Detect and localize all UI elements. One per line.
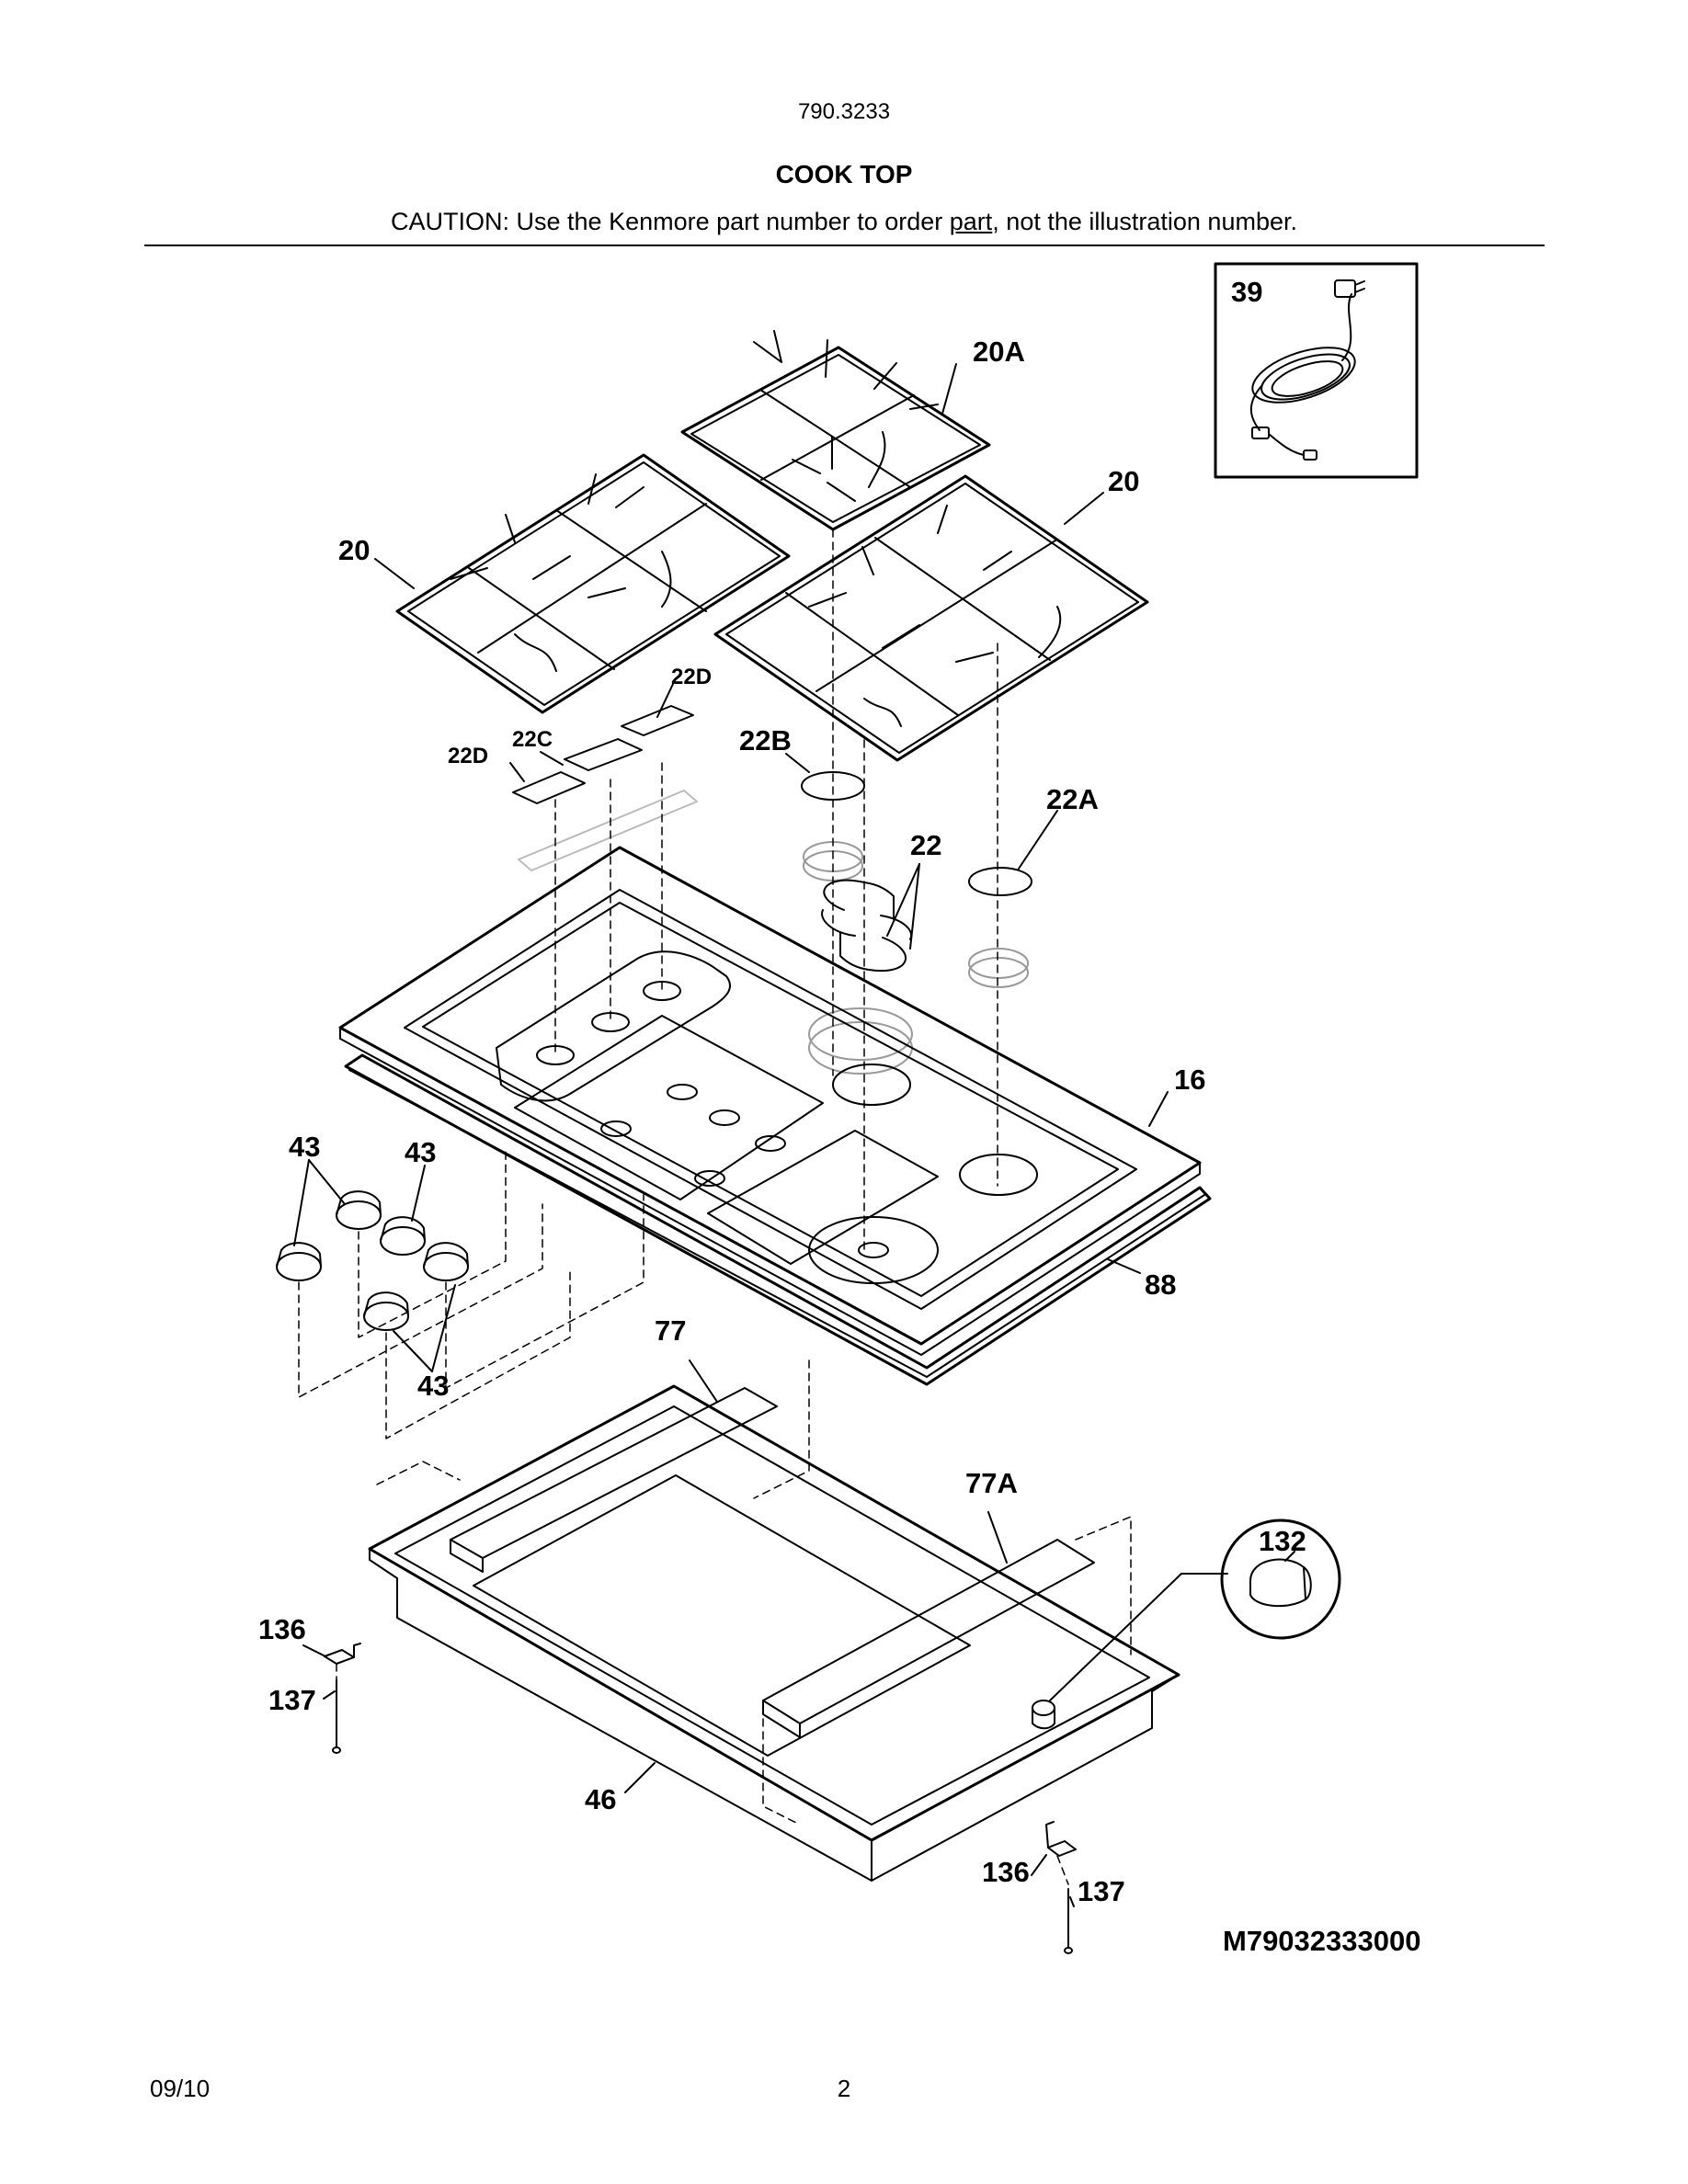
callout-137-left: 137 xyxy=(268,1684,316,1716)
power-cord-icon xyxy=(1249,279,1365,461)
grate-20-left xyxy=(395,453,791,714)
diagram-code: M79032333000 xyxy=(1223,1925,1421,1957)
callout-22a: 22A xyxy=(1046,783,1099,815)
callout-20-left: 20 xyxy=(338,534,370,566)
caution-text-suffix: , not the illustration number. xyxy=(992,208,1297,235)
callout-16: 16 xyxy=(1174,1064,1205,1096)
screw-137-right xyxy=(1064,1888,1073,1954)
model-number: 790.3233 xyxy=(797,99,891,124)
screw-137-left xyxy=(332,1679,341,1754)
revision-date: 09/10 xyxy=(150,2075,211,2102)
knob-icon xyxy=(276,1242,322,1281)
callout-39: 39 xyxy=(1231,276,1262,308)
gasket-88 xyxy=(344,1053,1212,1386)
knob-icon xyxy=(363,1291,409,1331)
callout-22: 22 xyxy=(910,829,941,861)
bracket-77 xyxy=(450,1387,778,1573)
callout-20a: 20A xyxy=(973,336,1025,368)
callout-22c: 22C xyxy=(512,727,553,752)
callout-77: 77 xyxy=(655,1314,686,1347)
valve-detail-inset xyxy=(1220,1519,1341,1640)
callout-22d-left: 22D xyxy=(448,744,488,768)
cooktop-16 xyxy=(338,846,1202,1356)
bracket-77a xyxy=(762,1539,1095,1738)
callout-132: 132 xyxy=(1259,1525,1306,1557)
inset-frame xyxy=(1214,262,1419,479)
callout-22d-top: 22D xyxy=(671,665,712,689)
callout-136-right: 136 xyxy=(982,1856,1030,1888)
caution-note: CAUTION: Use the Kenmore part number to … xyxy=(0,208,1688,236)
power-cord-inset xyxy=(1214,262,1419,479)
knob-icon xyxy=(336,1190,382,1230)
page-title: COOK TOP xyxy=(775,160,913,188)
header-divider xyxy=(144,245,1545,246)
callout-43-b: 43 xyxy=(405,1136,436,1168)
burner-box-46 xyxy=(368,1384,1180,1882)
leader-lines xyxy=(293,363,1228,1907)
clip-136-left xyxy=(324,1643,361,1665)
knob-icon xyxy=(380,1216,426,1256)
grate-20-right xyxy=(713,474,1149,762)
control-knobs xyxy=(276,1190,469,1331)
callout-88: 88 xyxy=(1145,1268,1176,1301)
knob-icon xyxy=(423,1242,469,1281)
valve-132 xyxy=(1032,1700,1055,1730)
caution-text-prefix: CAUTION: Use the Kenmore part number to … xyxy=(391,208,950,235)
burner-heads xyxy=(803,841,1029,1075)
callout-137-right: 137 xyxy=(1078,1875,1125,1907)
callout-43-a: 43 xyxy=(289,1131,320,1163)
callout-77a: 77A xyxy=(965,1467,1018,1499)
ring-burner-cap-22 xyxy=(821,879,913,973)
callout-43-c: 43 xyxy=(417,1370,449,1402)
callout-46: 46 xyxy=(585,1783,616,1815)
caution-part-word: part xyxy=(949,208,993,235)
burner-cap-pads xyxy=(512,705,698,871)
clip-136-right xyxy=(1045,1821,1077,1857)
grate-20a xyxy=(680,330,991,531)
alignment-lines xyxy=(298,529,1132,1885)
page-number: 2 xyxy=(837,2075,851,2102)
callout-136-left: 136 xyxy=(258,1613,306,1645)
burner-cap-22a xyxy=(968,867,1032,896)
callout-22b: 22B xyxy=(739,724,792,756)
callout-20-right: 20 xyxy=(1108,465,1139,497)
